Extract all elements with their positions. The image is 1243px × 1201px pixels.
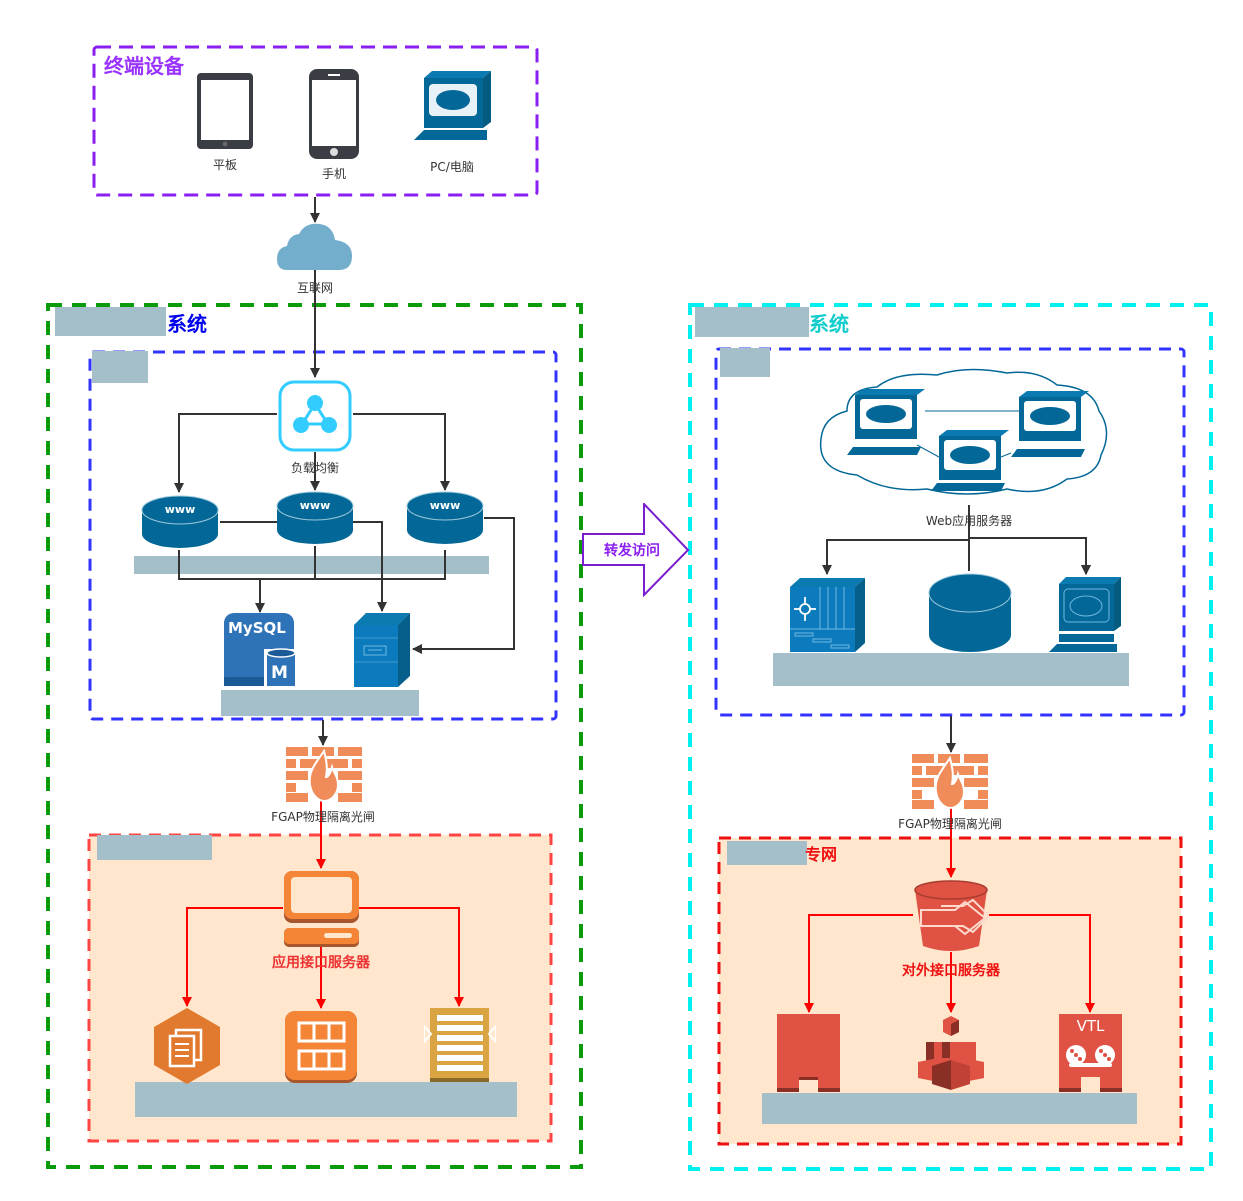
left-private-zone-name-redacted [97, 835, 212, 860]
web-server-2[interactable]: www [276, 490, 354, 546]
right-gateway-label: FGAP物理隔离光闸 [898, 817, 1002, 831]
tablet-icon[interactable] [196, 72, 254, 150]
left-system-title: 系统 [167, 312, 207, 336]
storage-server-icon[interactable] [354, 612, 412, 688]
wire-lb-to-www3 [353, 413, 450, 491]
wire-ext-server-to-child3 [989, 914, 1095, 1013]
wire-app-server-to-child3 [359, 907, 464, 1007]
application-server-icon[interactable] [284, 871, 360, 947]
workstation-1 [847, 389, 925, 455]
forward-access-arrow: 转发访问 [582, 503, 690, 597]
data-tier-shelf [221, 690, 419, 716]
workstation-3 [931, 430, 1009, 491]
forward-access-label: 转发访问 [604, 543, 660, 559]
smartphone-label: 手机 [321, 167, 347, 181]
web-server-disk-icon [141, 495, 219, 548]
workstation-2 [1011, 391, 1089, 457]
mysql-database[interactable]: MySQL M [224, 613, 296, 688]
web-server-disk-icon [276, 491, 354, 544]
right-system-name-redacted [695, 307, 809, 337]
terminal-devices-title: 终端设备 [104, 54, 184, 78]
right-private-shelf [762, 1093, 1137, 1124]
vtl-text: VTL [1076, 1017, 1105, 1035]
left-gateway-label: FGAP物理隔离光闸 [271, 810, 375, 824]
right-private-zone-title: 专网 [805, 845, 838, 864]
database-cylinder-icon[interactable] [928, 573, 1012, 653]
grid-table-icon[interactable] [285, 1011, 358, 1083]
left-private-shelf [135, 1082, 517, 1117]
storage-gateway-icon[interactable] [777, 1014, 841, 1092]
right-inner-shelf [773, 653, 1129, 686]
web-server-shelf [134, 556, 489, 574]
cloud-icon [277, 223, 352, 270]
mysql-text: MySQL [228, 619, 286, 637]
vtl-tape-icon [1059, 1014, 1122, 1092]
web-server-1[interactable]: www [141, 494, 219, 550]
workstation-cloud-icon [819, 368, 1108, 495]
web-server-3-text: www [429, 499, 461, 512]
right-private-zone-name-redacted [727, 841, 807, 865]
smartphone-icon[interactable] [308, 68, 360, 160]
desktop-pc-icon[interactable] [414, 70, 492, 142]
web-app-cluster[interactable] [817, 365, 1111, 497]
web-server-3[interactable]: www [406, 490, 484, 546]
web-server-1-text: www [164, 503, 196, 516]
rack-list-icon[interactable] [424, 1008, 496, 1082]
arrow-shape [582, 503, 690, 597]
router-chassis-icon[interactable] [790, 577, 866, 653]
left-inner-zone-name-redacted [92, 351, 148, 383]
desktop-pc-label: PC/电脑 [430, 160, 474, 174]
gateway-bucket-icon[interactable] [913, 880, 989, 954]
workstation-icon[interactable] [1049, 576, 1123, 652]
wire-app-server-to-child1 [182, 907, 283, 1007]
load-balancer-icon[interactable] [278, 380, 352, 452]
wire-lb-to-www1 [174, 413, 277, 493]
mysql-database-icon [224, 613, 296, 688]
firewall-icon[interactable] [286, 747, 362, 802]
web-app-server-label: Web应用服务器 [925, 514, 1013, 528]
right-system-title: 系统 [809, 312, 849, 336]
app-server-label: 应用接口服务器 [272, 955, 370, 971]
wire-ext-server-to-child1 [804, 914, 913, 1013]
left-system-name-redacted [55, 307, 166, 336]
vtl-tape[interactable]: VTL [1059, 1014, 1123, 1092]
document-hexagon-icon[interactable] [153, 1008, 221, 1084]
mysql-badge-text: M [271, 663, 288, 683]
load-balancer-label: 负载均衡 [290, 461, 340, 475]
right-inner-zone-name-redacted [720, 348, 770, 377]
firewall-icon[interactable] [912, 754, 988, 809]
external-server-label: 对外接口服务器 [902, 963, 1000, 979]
tablet-label: 平板 [212, 158, 238, 172]
internet-label: 互联网 [296, 281, 334, 295]
web-server-2-text: www [299, 499, 331, 512]
cubes-cluster-icon[interactable] [918, 1014, 984, 1090]
web-server-disk-icon [406, 491, 484, 544]
